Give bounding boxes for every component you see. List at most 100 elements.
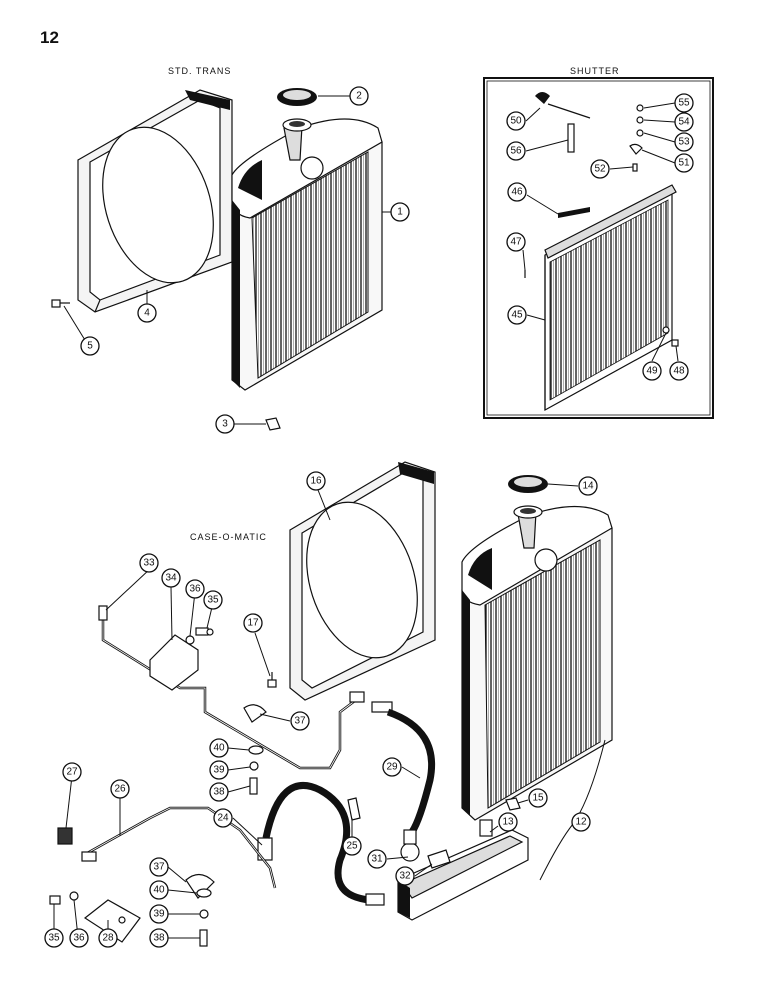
callout-24: 24 [213,808,233,828]
page-number: 12 [40,28,59,47]
callout-49-label: 49 [646,366,658,377]
callout-4-label: 4 [144,308,150,319]
callout-46: 46 [507,182,527,202]
callout-35-upper: 35 [203,590,223,610]
fan-shroud-std [77,89,233,313]
callout-26-label: 26 [114,784,126,795]
callout-52: 52 [590,159,610,179]
callout-15: 15 [528,788,548,808]
callout-54: 54 [674,112,694,132]
callout-36-upper-label: 36 [189,584,201,595]
callout-49: 49 [642,361,662,381]
callout-17: 17 [243,613,263,633]
callout-5-label: 5 [87,341,93,352]
callout-36-upper: 36 [185,579,205,599]
callout-52-label: 52 [594,164,606,175]
hose-29 [371,701,436,862]
callout-40-upper-label: 40 [213,743,225,754]
clip-37-lower [185,873,215,947]
clip-25 [347,797,361,821]
callout-14-label: 14 [582,481,594,492]
callout-50: 50 [506,111,526,131]
callout-35-upper-label: 35 [207,595,219,606]
callout-48-label: 48 [673,366,685,377]
fitting-32 [427,849,451,869]
callout-1: 1 [390,202,410,222]
callout-40-lower-label: 40 [153,885,165,896]
callout-55: 55 [674,93,694,113]
callout-13: 13 [498,812,518,832]
section-label-std-trans: STD. TRANS [168,66,232,76]
callout-16-label: 16 [310,476,322,487]
radiator-std [231,118,383,391]
drain-cock-3 [265,417,281,431]
callout-40-upper: 40 [209,738,229,758]
radiator-cap-case-o-matic [508,475,548,493]
callout-13-label: 13 [502,817,514,828]
section-label-case-o-matic: CASE-O-MATIC [190,532,267,542]
callout-24-label: 24 [217,813,229,824]
callout-37-lower: 37 [149,857,169,877]
callout-38-upper: 38 [209,782,229,802]
tube-33 [98,605,365,770]
oil-cooler-tank [397,819,529,921]
callout-53: 53 [674,132,694,152]
callout-26: 26 [110,779,130,799]
callout-39-lower: 39 [149,904,169,924]
callout-28: 28 [98,928,118,948]
callout-47: 47 [506,232,526,252]
callout-12: 12 [571,812,591,832]
bolt-17 [267,672,277,688]
fan-shroud-case-o-matic [289,461,436,701]
fastener-stack-upper [248,745,264,795]
callout-55-label: 55 [678,98,690,109]
callout-54-label: 54 [678,117,690,128]
callout-45-label: 45 [511,310,523,321]
callout-56-label: 56 [510,146,522,157]
callout-14: 14 [578,476,598,496]
callout-51: 51 [674,153,694,173]
callout-32: 32 [395,866,415,886]
callout-38-lower: 38 [149,928,169,948]
callout-39-upper: 39 [209,760,229,780]
callout-35-lower: 35 [44,928,64,948]
callout-40-lower: 40 [149,880,169,900]
callout-2: 2 [349,86,369,106]
callout-15-label: 15 [532,793,544,804]
callout-38-lower-label: 38 [153,933,165,944]
callout-5: 5 [80,336,100,356]
callout-51-label: 51 [678,158,690,169]
callout-37-lower-label: 37 [153,862,165,873]
callout-39-upper-label: 39 [213,765,225,776]
callout-37-upper: 37 [290,711,310,731]
callout-31: 31 [367,849,387,869]
callout-48: 48 [669,361,689,381]
radiator-cap-std [277,88,317,106]
callout-25-label: 25 [346,841,358,852]
section-label-shutter: SHUTTER [570,66,620,76]
callouts: 1 2 3 4 5 50 56 55 54 53 51 52 46 47 45 … [44,86,694,948]
callout-34: 34 [161,568,181,588]
callout-35-lower-label: 35 [48,933,60,944]
callout-3: 3 [215,414,235,434]
callout-47-label: 47 [510,237,522,248]
callout-33-label: 33 [143,558,155,569]
drain-cock-15 [505,797,521,811]
callout-34-label: 34 [165,573,177,584]
callout-39-lower-label: 39 [153,909,165,920]
callout-28-label: 28 [102,933,114,944]
bolt-5 [51,299,70,308]
callout-3-label: 3 [222,419,228,430]
callout-36-lower: 36 [69,928,89,948]
tube-26 [81,806,277,889]
callout-56: 56 [506,141,526,161]
callout-37-upper-label: 37 [294,716,306,727]
fitting-27 [57,827,73,845]
callout-33: 33 [139,553,159,573]
callout-36-lower-label: 36 [73,933,85,944]
callout-32-label: 32 [399,871,411,882]
callout-1-label: 1 [397,207,403,218]
callout-53-label: 53 [678,137,690,148]
